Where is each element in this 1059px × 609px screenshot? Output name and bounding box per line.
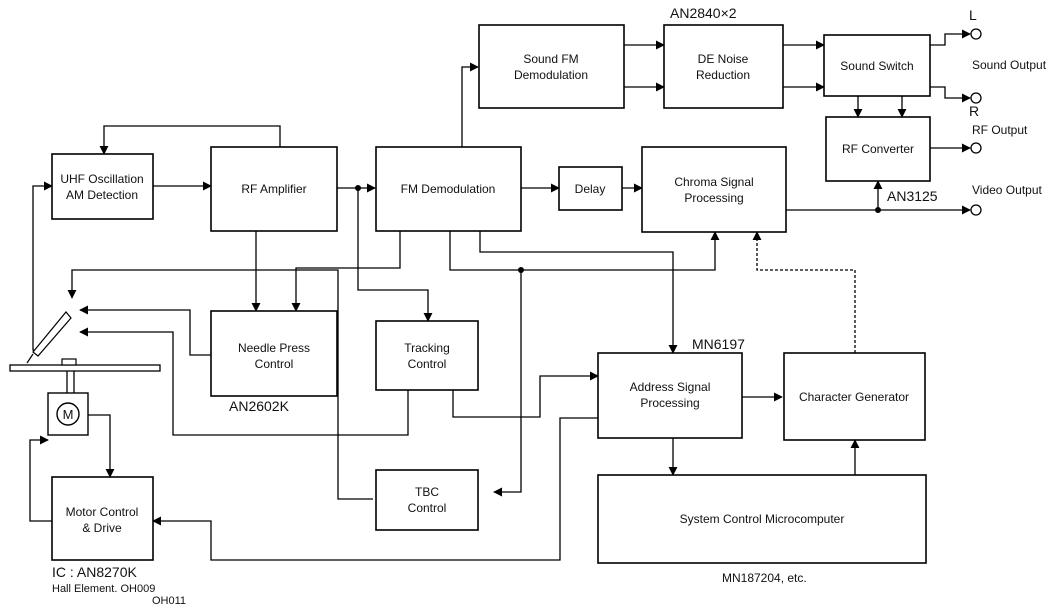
chip-label-mn187204: MN187204, etc. xyxy=(722,571,807,585)
disc-platter xyxy=(9,364,161,372)
block-de-noise: DE Noise Reduction xyxy=(663,24,784,109)
rf-output-label: RF Output xyxy=(972,123,1028,137)
motor-symbol: M xyxy=(63,407,74,422)
block-label: Tracking xyxy=(404,341,450,355)
block-chroma-signal: Chroma Signal Processing xyxy=(641,146,787,233)
block-label: FM Demodulation xyxy=(401,182,496,196)
block-character-generator: Character Generator xyxy=(783,352,926,441)
block-label: Motor Control xyxy=(66,505,139,519)
output-terminal-r xyxy=(970,92,982,104)
block-label: Needle Press xyxy=(238,341,310,355)
block-tbc-control: TBC Control xyxy=(375,469,479,531)
block-label: Control xyxy=(255,357,294,371)
block-rf-converter: RF Converter xyxy=(825,116,931,182)
block-label: RF Converter xyxy=(842,142,914,156)
block-label: Reduction xyxy=(696,68,750,82)
block-needle-press: Needle Press Control xyxy=(210,310,338,397)
chip-label-an3125: AN3125 xyxy=(887,188,938,204)
block-tracking-control: Tracking Control xyxy=(375,320,479,391)
block-rf-amplifier: RF Amplifier xyxy=(210,146,338,232)
output-label-r: R xyxy=(969,103,979,119)
block-fm-demodulation: FM Demodulation xyxy=(375,146,522,232)
block-motor-control: Motor Control & Drive xyxy=(51,476,154,561)
block-address-signal: Address Signal Processing xyxy=(597,352,743,439)
block-label: Delay xyxy=(575,182,606,196)
spindle-hub xyxy=(61,358,77,366)
block-delay: Delay xyxy=(558,166,623,211)
block-label: Character Generator xyxy=(799,390,909,404)
block-label: DE Noise xyxy=(698,52,749,66)
block-label: Address Signal xyxy=(630,380,711,394)
block-label: Chroma Signal xyxy=(674,175,753,189)
block-sound-switch: Sound Switch xyxy=(823,34,931,97)
sound-output-label: Sound Output xyxy=(972,58,1047,72)
block-sound-fm: Sound FM Demodulation xyxy=(478,24,625,109)
block-label: AM Detection xyxy=(66,188,138,202)
stylus-arm xyxy=(32,311,72,357)
block-label: UHF Oscillation xyxy=(60,172,143,186)
block-system-control: System Control Microcomputer xyxy=(597,474,927,564)
output-label-l: L xyxy=(969,7,977,23)
block-label: TBC xyxy=(415,485,439,499)
junction-dot xyxy=(875,207,881,213)
block-label: Control xyxy=(408,501,447,515)
block-label: Processing xyxy=(640,396,699,410)
block-label: System Control Microcomputer xyxy=(680,512,845,526)
chip-label-an2602k: AN2602K xyxy=(229,398,290,414)
output-terminal-rf xyxy=(970,142,982,154)
video-output-label: Video Output xyxy=(972,183,1042,197)
block-label: Demodulation xyxy=(514,68,588,82)
turntable-assembly: M xyxy=(9,311,161,436)
chip-label-an8270k: IC : AN8270K xyxy=(52,564,137,580)
block-label: Control xyxy=(408,357,447,371)
block-label: Sound Switch xyxy=(840,59,913,73)
block-uhf-oscillation: UHF Oscillation AM Detection xyxy=(51,153,154,220)
block-label: & Drive xyxy=(82,521,122,535)
junction-dot xyxy=(518,267,524,273)
chip-label-mn6197: MN6197 xyxy=(692,336,745,352)
output-terminal-l xyxy=(970,28,982,40)
hall-element-label: Hall Element. OH009 xyxy=(52,583,155,595)
junction-dot xyxy=(355,185,361,191)
output-terminal-video xyxy=(970,204,982,216)
block-label: RF Amplifier xyxy=(241,182,306,196)
hall-element-label-2: OH011 xyxy=(152,595,186,607)
block-label: Sound FM xyxy=(523,52,578,66)
motor-icon xyxy=(56,402,80,426)
block-label: Processing xyxy=(684,191,743,205)
chip-label-an2840: AN2840×2 xyxy=(670,5,737,21)
